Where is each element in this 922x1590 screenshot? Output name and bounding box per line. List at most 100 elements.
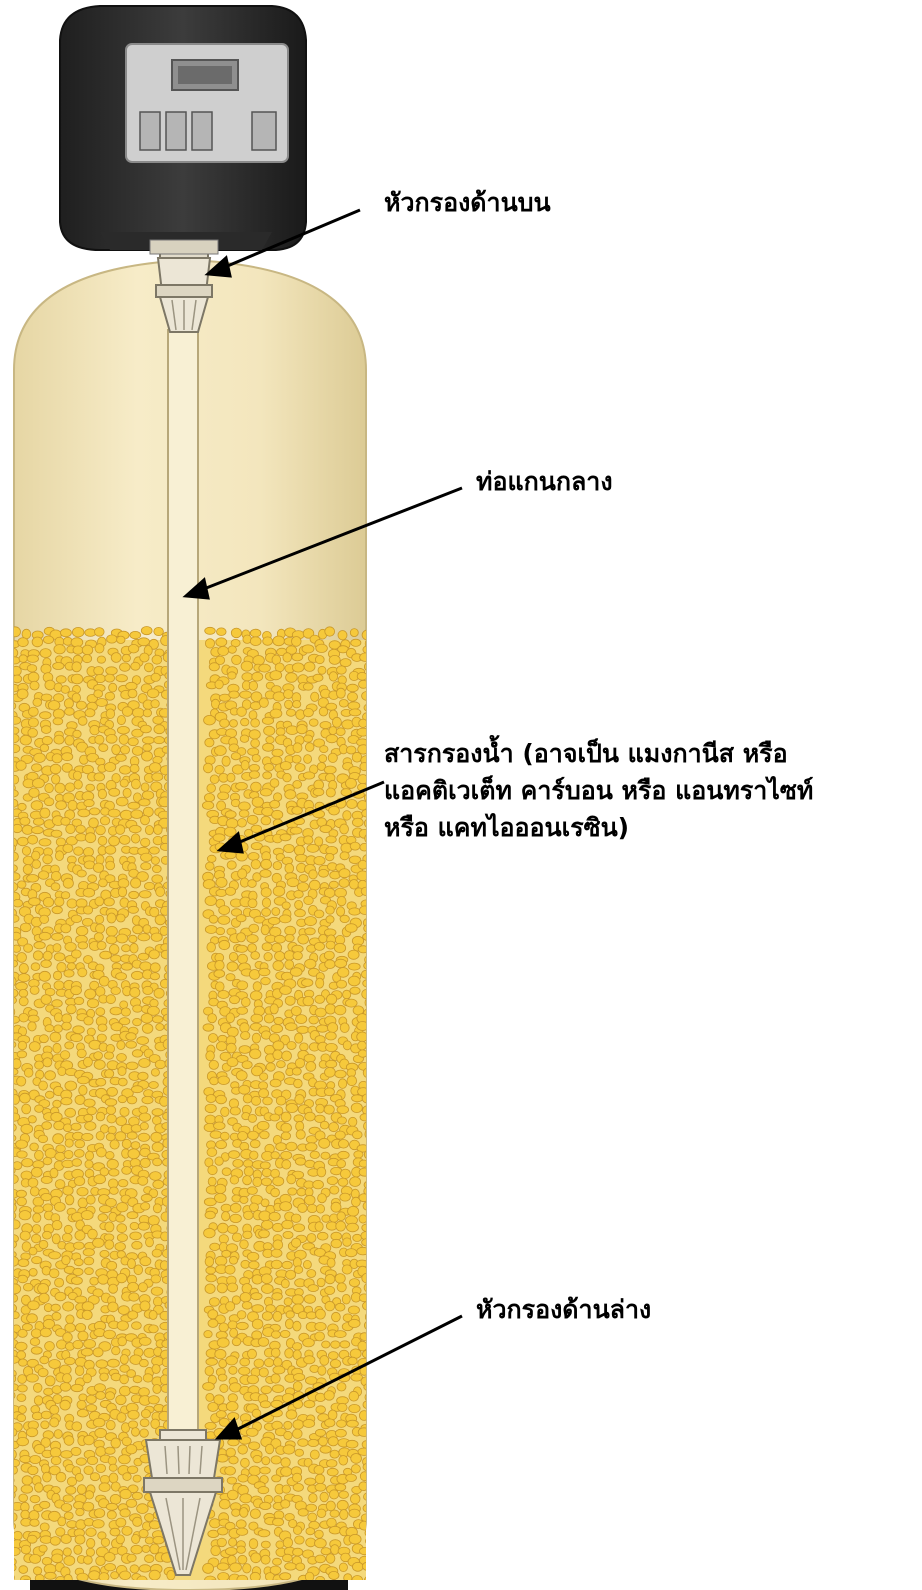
media-bead <box>337 1106 349 1114</box>
media-bead <box>282 1160 291 1169</box>
media-bead <box>8 1450 17 1460</box>
media-bead <box>209 1060 218 1069</box>
media-bead <box>74 1177 85 1186</box>
media-bead <box>282 1485 290 1493</box>
media-bead <box>24 944 33 952</box>
media-bead <box>140 1122 148 1130</box>
media-bead <box>315 1222 323 1232</box>
media-bead <box>270 709 282 718</box>
media-bead <box>340 1510 348 1520</box>
media-bead <box>352 1095 364 1102</box>
media-bead <box>362 630 373 640</box>
media-bead <box>95 915 104 923</box>
media-bead <box>215 1157 223 1165</box>
media-bead <box>292 637 302 647</box>
media-bead <box>38 871 48 879</box>
media-bead <box>52 775 60 785</box>
media-bead <box>109 1284 118 1293</box>
media-bead <box>326 1060 337 1068</box>
media-bead <box>84 1435 95 1445</box>
media-bead <box>107 1159 118 1169</box>
media-bead <box>295 909 306 917</box>
media-bead <box>258 1487 269 1494</box>
media-bead <box>246 1428 258 1436</box>
media-bead <box>304 1356 315 1364</box>
media-bead <box>214 1122 226 1130</box>
media-bead <box>87 999 98 1008</box>
media-bead <box>19 1494 28 1502</box>
media-bead <box>63 878 73 888</box>
media-bead <box>293 781 302 789</box>
media-bead <box>28 718 38 727</box>
media-bead <box>111 955 121 962</box>
media-bead <box>63 1302 74 1311</box>
media-bead <box>204 715 216 725</box>
media-bead <box>142 1545 150 1552</box>
media-bead <box>39 1240 48 1248</box>
media-bead <box>237 1311 246 1319</box>
media-bead <box>218 646 229 655</box>
media-bead <box>218 1573 229 1581</box>
media-bead <box>50 1418 59 1427</box>
media-bead <box>133 1517 142 1526</box>
media-bead <box>326 916 334 923</box>
media-bead <box>50 1537 60 1546</box>
media-bead <box>29 1042 40 1052</box>
media-bead <box>99 1483 110 1492</box>
media-bead <box>120 1355 128 1365</box>
media-bead <box>240 1494 252 1503</box>
media-bead <box>140 1359 149 1367</box>
media-bead <box>271 1025 283 1033</box>
media-bead <box>206 1051 215 1061</box>
media-bead <box>290 827 302 834</box>
media-bead <box>204 793 214 801</box>
media-bead <box>248 899 257 908</box>
media-bead <box>273 1558 282 1565</box>
media-bead <box>343 990 351 999</box>
media-bead <box>251 739 260 747</box>
media-bead <box>105 1447 115 1454</box>
media-bead <box>226 819 238 829</box>
media-bead <box>140 1301 150 1311</box>
media-bead <box>293 952 302 960</box>
label-bottom-distributor: หัวกรองด้านล่าง <box>476 1291 651 1328</box>
media-bead <box>270 779 279 788</box>
media-bead <box>7 1384 19 1391</box>
media-bead <box>264 726 275 735</box>
media-bead <box>243 1160 252 1168</box>
media-bead <box>61 817 70 825</box>
media-bead <box>326 1043 338 1051</box>
media-bead <box>339 1456 348 1466</box>
media-bead <box>117 636 125 643</box>
media-bead <box>43 636 53 644</box>
media-bead <box>261 1386 272 1394</box>
media-bead <box>206 1393 214 1401</box>
media-bead <box>30 986 39 994</box>
media-bead <box>86 784 95 791</box>
media-bead <box>347 1076 357 1086</box>
media-bead <box>306 1528 315 1535</box>
media-bead <box>151 1275 161 1283</box>
media-bead <box>32 860 41 869</box>
media-bead <box>238 1555 247 1564</box>
media-bead <box>217 1563 229 1570</box>
media-bead <box>359 1160 368 1167</box>
media-bead <box>56 1145 66 1153</box>
media-bead <box>122 1139 131 1148</box>
media-bead <box>273 886 285 896</box>
media-bead <box>251 1293 262 1300</box>
media-bead <box>270 800 280 808</box>
media-bead <box>215 1256 227 1265</box>
media-bead <box>156 887 165 897</box>
media-bead <box>88 875 97 883</box>
media-bead <box>22 1159 33 1167</box>
media-bead <box>56 676 66 683</box>
media-bead <box>273 1311 282 1321</box>
media-bead <box>105 1099 117 1106</box>
media-bead <box>364 662 375 671</box>
media-bead <box>149 763 161 773</box>
media-bead <box>141 853 153 861</box>
media-bead <box>271 1249 282 1257</box>
media-bead <box>335 1303 345 1311</box>
media-bead <box>206 1274 217 1282</box>
